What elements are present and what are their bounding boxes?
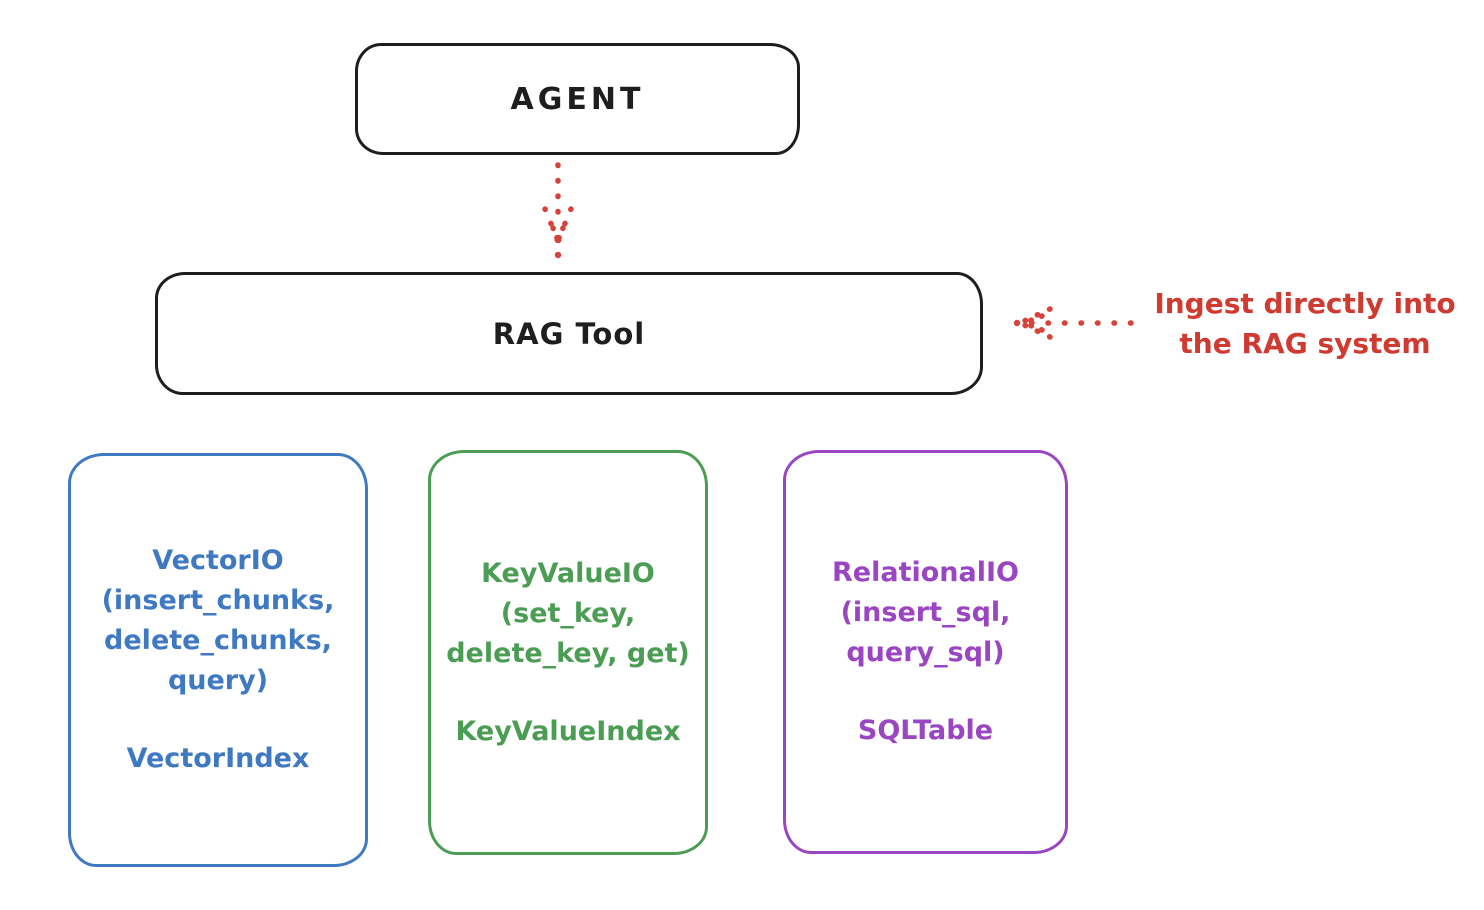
card-line: VectorIO — [152, 545, 284, 576]
keyvalue-index-label: KeyValueIndex — [455, 715, 681, 747]
card-line: (insert_sql, — [840, 597, 1011, 628]
sql-table-label: SQLTable — [857, 715, 994, 746]
vector-index-label: VectorIndex — [126, 743, 310, 774]
card-line: query_sql) — [846, 637, 1005, 668]
keyvalue-io-card: KeyValueIO (set_key, delete_key, get) Ke… — [428, 450, 708, 855]
relational-io-card: RelationalIO (insert_sql, query_sql) SQL… — [783, 450, 1068, 854]
agent-node: AGENT — [355, 43, 800, 155]
card-line: (set_key, — [500, 597, 636, 629]
card-line: delete_key, get) — [446, 637, 690, 669]
card-line: query) — [167, 665, 269, 696]
ingest-annotation-line-2: the RAG system — [1179, 327, 1431, 360]
vector-io-card: VectorIO (insert_chunks, delete_chunks, … — [68, 453, 368, 867]
rag-tool-label: RAG Tool — [492, 316, 646, 351]
rag-tool-node: RAG Tool — [155, 272, 983, 395]
card-line: RelationalIO — [832, 557, 1019, 588]
arrow-agent-to-rag-tool — [542, 162, 574, 259]
card-line: KeyValueIO — [481, 557, 655, 589]
card-line: delete_chunks, — [104, 625, 332, 656]
card-line: (insert_chunks, — [101, 585, 335, 616]
arrow-ingest-into-rag — [1013, 306, 1134, 340]
agent-label: AGENT — [510, 81, 645, 117]
ingest-annotation: Ingest directly into the RAG system — [1130, 284, 1480, 364]
ingest-annotation-line-1: Ingest directly into — [1154, 287, 1456, 320]
